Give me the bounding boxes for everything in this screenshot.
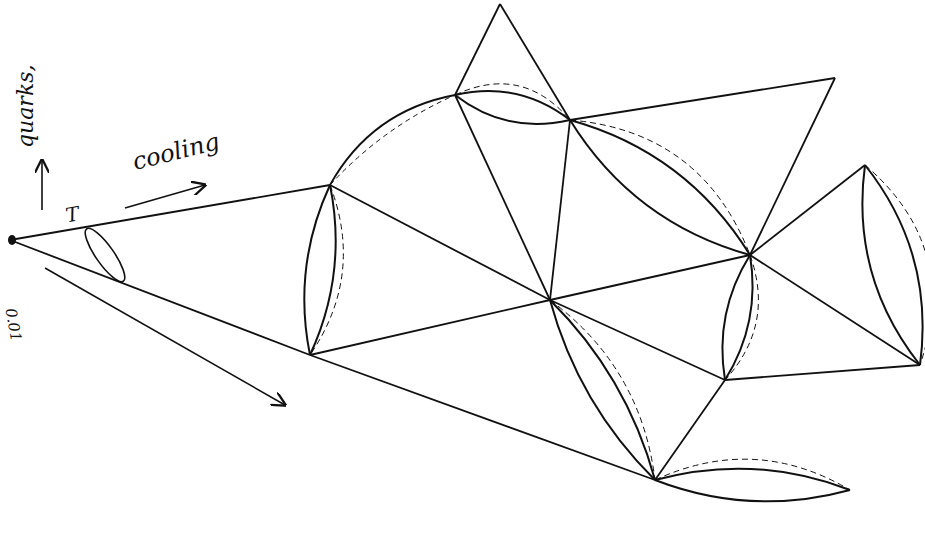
- sketch-line: [655, 380, 725, 480]
- section-arc: [655, 480, 850, 501]
- section-arc: [862, 165, 920, 365]
- cross-sections: [304, 84, 925, 502]
- section-arc-dashed: [570, 120, 750, 255]
- sketch-line: [500, 4, 570, 120]
- sketch-line: [570, 78, 835, 120]
- section-arc-dashed: [455, 84, 570, 120]
- wireframe-lines: [10, 4, 920, 480]
- sketch-line: [550, 300, 725, 380]
- sketch-line: [330, 185, 550, 300]
- rim-curve-dashed: [330, 95, 455, 185]
- section-arc: [725, 255, 753, 380]
- section-arc: [570, 120, 750, 255]
- section-arc: [310, 185, 336, 355]
- cooling-arrow: [125, 185, 205, 208]
- sketch-line: [10, 240, 310, 355]
- early-section: [79, 224, 130, 287]
- section-arc-dashed: [725, 255, 758, 380]
- sketch-line: [750, 78, 835, 255]
- sketch-line: [750, 165, 865, 255]
- sketch-line: [550, 120, 570, 300]
- section-arc: [655, 469, 850, 490]
- note-text: quarks,: [14, 63, 38, 151]
- process-label: cooling: [128, 128, 224, 176]
- sketch-line: [725, 365, 920, 380]
- section-arc: [550, 300, 655, 480]
- sketch-line: [10, 185, 330, 240]
- section-arc-dashed: [865, 165, 925, 365]
- rim-curve: [330, 95, 455, 185]
- time-value: 0.01: [2, 305, 25, 345]
- section-arc: [550, 300, 655, 480]
- quark-arrow: [41, 160, 43, 210]
- sketch-line: [310, 300, 550, 355]
- section-arc-dashed: [550, 300, 655, 480]
- section-arc: [304, 185, 330, 355]
- section-arc-dashed: [655, 459, 850, 490]
- variable-label: T: [62, 202, 83, 227]
- sketch-line: [750, 255, 920, 365]
- sketch-line: [455, 95, 550, 300]
- apex-dot: [8, 235, 16, 245]
- sketch-line: [455, 4, 500, 95]
- section-arc: [865, 165, 923, 365]
- time-arrow: [45, 268, 285, 405]
- sketch-line: [550, 255, 750, 300]
- section-arc-dashed: [310, 185, 343, 355]
- section-arc: [455, 91, 570, 120]
- section-arc: [570, 120, 750, 255]
